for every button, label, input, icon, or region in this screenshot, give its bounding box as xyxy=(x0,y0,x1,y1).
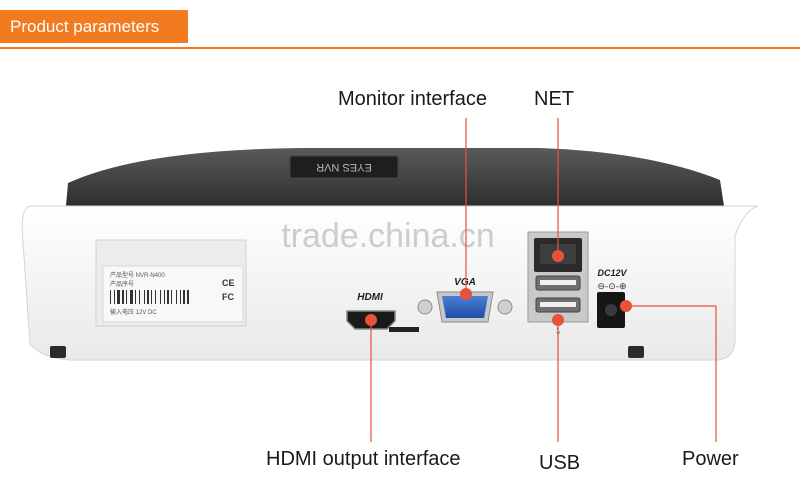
callout-label-power: Power xyxy=(682,448,739,470)
callout-dot-hdmi xyxy=(365,314,377,326)
callout-dot-usb xyxy=(552,314,564,326)
callout-dot-net xyxy=(552,250,564,262)
callout-line-power xyxy=(626,305,717,442)
device-top-logo: EYES NVR xyxy=(316,161,372,173)
fc-mark: FC xyxy=(222,292,234,302)
dc-port-label: DC12V xyxy=(597,268,627,278)
callout-dots xyxy=(365,250,632,326)
callout-dot-power xyxy=(620,300,632,312)
callout-dot-monitor xyxy=(460,288,472,300)
section-title: Product parameters xyxy=(10,17,160,36)
sticker-voltage-line: 输入电压 12V DC xyxy=(110,308,157,316)
callout-label-monitor: Monitor interface xyxy=(338,88,487,110)
vga-screw-right xyxy=(497,299,513,315)
device-sticker xyxy=(102,265,244,323)
device-top-logo-plate xyxy=(289,155,399,179)
ce-mark: CE xyxy=(222,278,235,288)
vga-screw-left xyxy=(417,299,433,315)
sticker-barcode xyxy=(110,290,189,304)
callout-label-hdmi: HDMI output interface xyxy=(266,448,461,470)
sticker-model-line: 产品型号 NVR-N400 xyxy=(110,271,165,279)
vga-port-label: VGA xyxy=(454,277,476,288)
sticker-serial-line: 产品序号 xyxy=(110,280,134,288)
sd-card-slot xyxy=(389,327,419,332)
hdmi-port-label: HDMI xyxy=(357,292,383,303)
callout-label-net: NET xyxy=(534,88,574,110)
callout-label-usb: USB xyxy=(539,452,581,474)
header-divider xyxy=(0,47,800,49)
watermark: trade.china.cn xyxy=(281,217,495,255)
device-foot-right xyxy=(628,346,644,358)
device-foot-left xyxy=(50,346,66,358)
section-header-tab: Product parameters xyxy=(0,10,188,43)
dc-polarity-icon: ⊖-⊙-⊕ xyxy=(597,282,626,292)
callout-lines xyxy=(370,118,717,442)
